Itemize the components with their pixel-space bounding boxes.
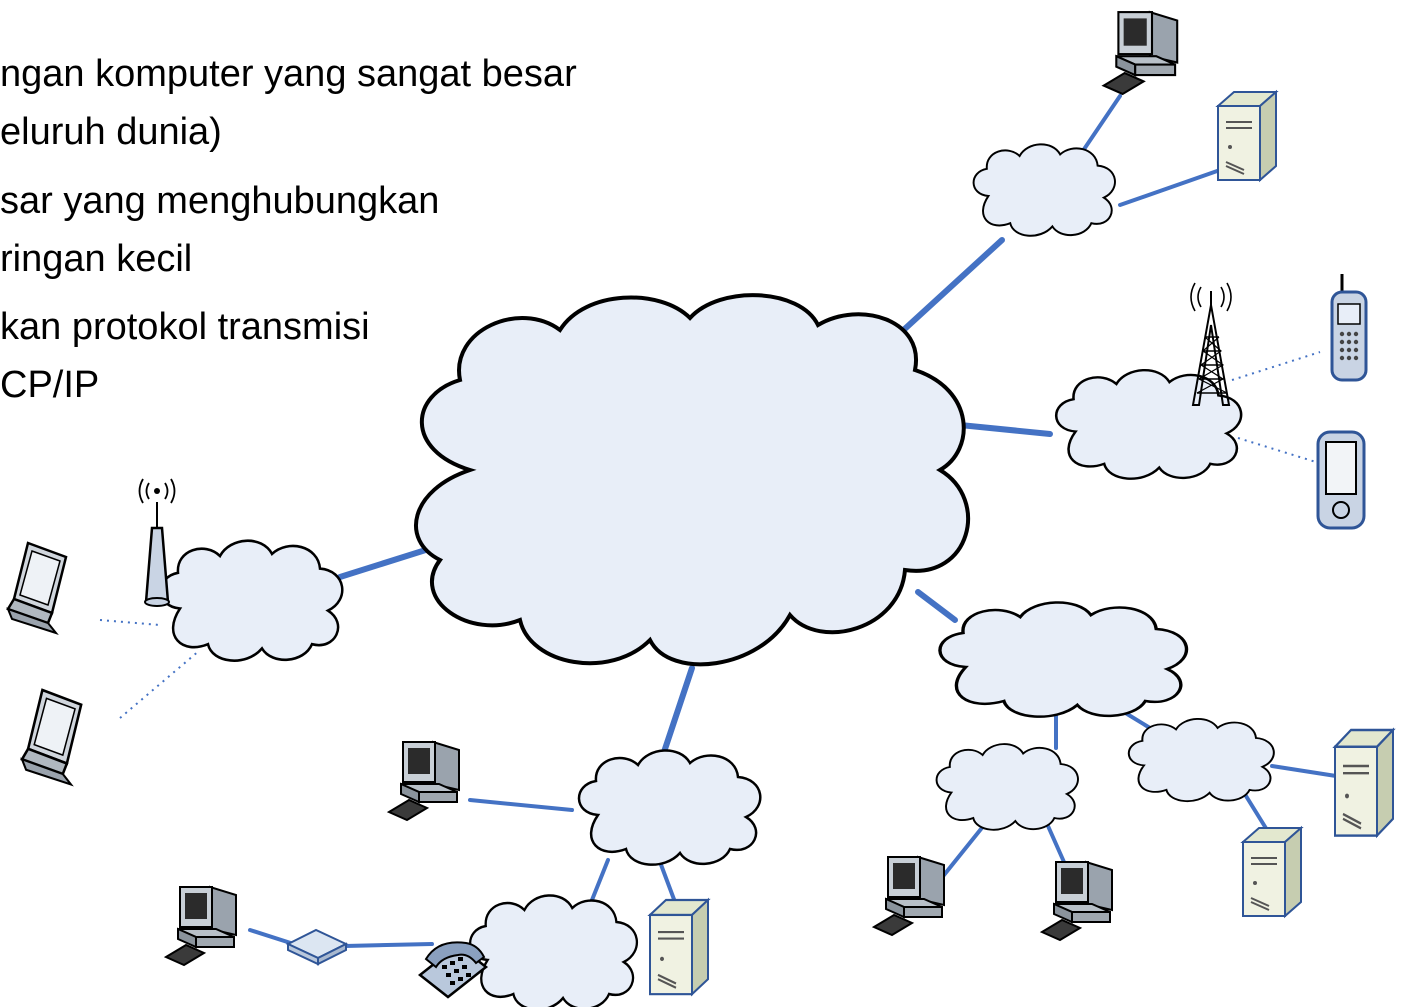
server-icon: [648, 898, 710, 996]
laptop-icon: [20, 688, 83, 786]
bullet-3-line-2: CP/IP: [0, 364, 100, 406]
internet-cloud-icon: [414, 293, 970, 667]
server-icon: [1333, 728, 1395, 837]
pda-icon: [1316, 430, 1366, 530]
cell-phone-icon: [1330, 274, 1368, 382]
computer-icon: [1041, 861, 1113, 941]
server-icon: [1217, 91, 1277, 181]
computer-icon: [165, 886, 237, 966]
bullet-2-line-1: sar yang menghubungkan: [0, 180, 440, 222]
telephone-icon: [417, 941, 489, 999]
modem-icon: [285, 928, 349, 966]
cell-tower-icon: [1190, 282, 1232, 406]
bullet-2-line-2: ringan kecil: [0, 238, 193, 280]
computer-icon: [388, 741, 460, 821]
computer-icon: [1102, 11, 1179, 96]
computer-icon: [873, 856, 945, 936]
server-icon: [1242, 827, 1302, 917]
bullet-1-line-1: ngan komputer yang sangat besar: [0, 53, 577, 95]
bullet-1-line-2: eluruh dunia): [0, 111, 222, 153]
bullet-3-line-1: kan protokol transmisi: [0, 306, 370, 348]
wireless-router-icon: [138, 478, 176, 607]
laptop-icon: [6, 541, 68, 635]
